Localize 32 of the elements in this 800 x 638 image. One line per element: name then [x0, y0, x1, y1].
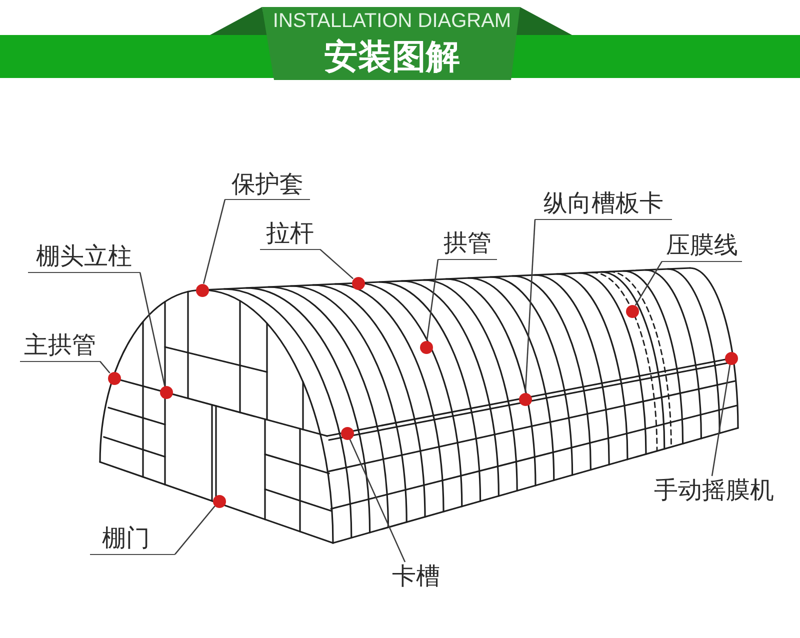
marker-dot [108, 372, 120, 384]
callout-label: 手动摇膜机 [652, 476, 776, 506]
leader-line [139, 272, 166, 386]
marker-dot [626, 304, 638, 318]
leader-line [426, 259, 439, 341]
callout-label: 压膜线 [662, 231, 742, 262]
marker-dot [212, 494, 226, 508]
leader-line [320, 248, 354, 280]
marker-dot [160, 386, 172, 398]
callout-label: 保护套 [225, 170, 310, 200]
callout-label: 卡槽 [391, 562, 441, 592]
callout-label: 拱管 [438, 229, 497, 260]
leader-line [174, 506, 216, 555]
leader-line [711, 364, 731, 476]
marker-dot [724, 352, 738, 364]
leader-line [202, 199, 226, 284]
marker-dot [196, 284, 208, 296]
leader-line [349, 438, 406, 562]
callout-label: 棚门 [90, 524, 175, 555]
subtitle: INSTALLATION DIAGRAM [272, 9, 512, 34]
title: 安装图解 [323, 36, 461, 78]
marker-dot [352, 276, 364, 290]
callout-label: 棚头立柱 [28, 242, 140, 273]
marker-dot [420, 340, 432, 354]
marker-dot [518, 392, 532, 406]
leader-line [524, 219, 536, 393]
callout-label: 纵向槽板卡 [535, 188, 672, 220]
leader-line [634, 260, 663, 306]
leader-line [100, 360, 110, 374]
callout-label: 拉杆 [260, 219, 320, 250]
marker-dot [340, 426, 354, 440]
callout-label: 主拱管 [20, 331, 100, 362]
